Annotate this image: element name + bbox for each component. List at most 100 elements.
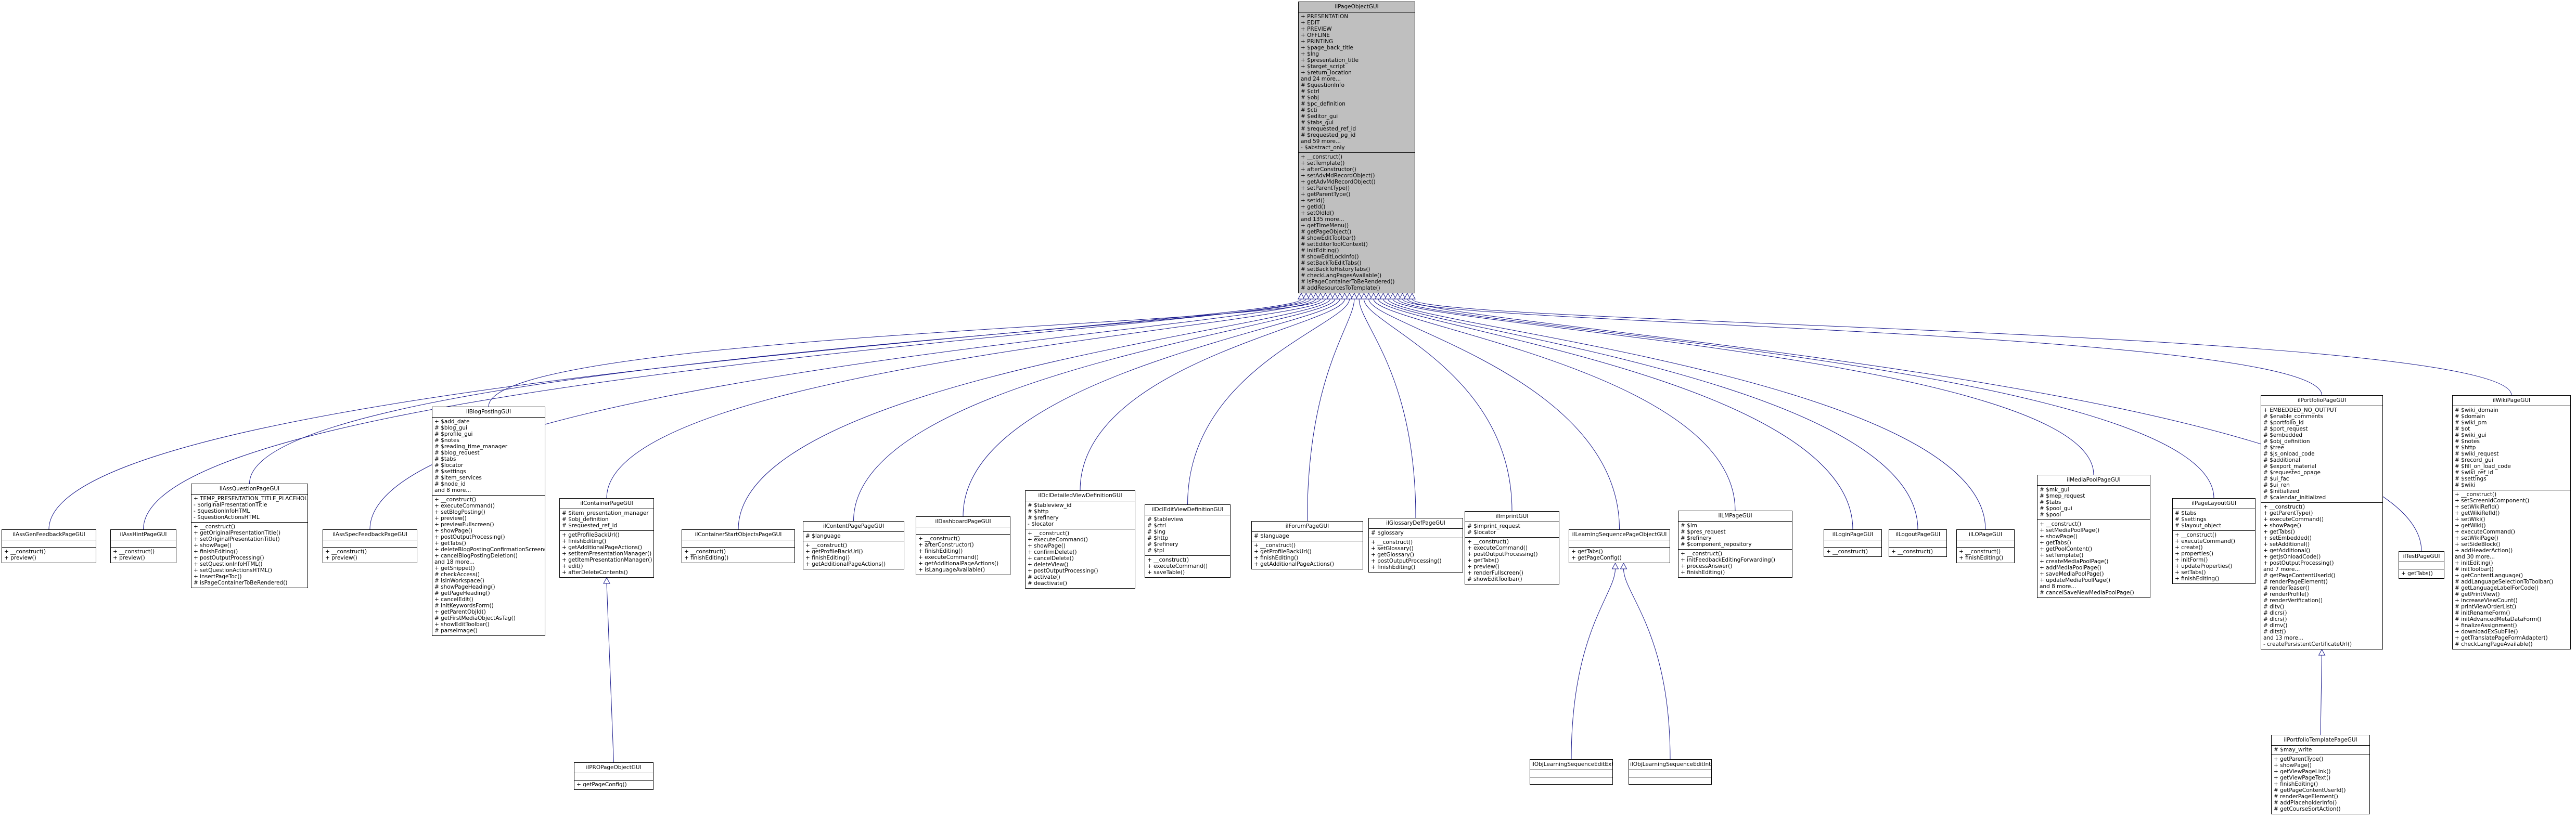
class-box-il-page-layout-gui[interactable]: ilPageLayoutGUI# $tabs# $settings# $layo… [2172,498,2255,584]
class-box-il-content-page-page-gui[interactable]: ilContentPagePageGUI# $language+ __const… [803,521,904,569]
class-attribute: # $locator [434,462,464,469]
class-box-il-portfolio-template-page-gui[interactable]: ilPortfolioTemplatePageGUI# $may_write+ … [2271,735,2370,814]
class-method: + getPoolContent() [2040,546,2093,552]
class-box-il-container-start-objects-page-gui[interactable]: ilContainerStartObjectsPageGUI+ __constr… [682,529,795,563]
class-method: + cancelBlogPostingDeletion() [434,553,518,559]
class-method: + setEmbedded() [2263,535,2312,541]
class-attribute: and 8 more... [434,487,471,493]
class-attribute: # $js_onload_code [2263,451,2315,457]
class-box-il-media-pool-page-gui[interactable]: ilMediaPoolPageGUI# $mk_gui# $mep_reques… [2037,475,2150,598]
class-method: + setAdditional() [2263,541,2310,548]
class-method: + initForm() [2175,557,2208,563]
class-attribute: # $portfolio_id [2263,420,2304,426]
class-box-il-logout-page-gui[interactable]: ilLogoutPageGUI+ __construct() [1889,529,1947,557]
class-box-il-glossary-def-page-gui[interactable]: ilGlossaryDefPageGUI# $glossary+ __const… [1368,518,1463,573]
class-method: # dltv() [2263,604,2285,610]
class-attribute: # $editor_gui [1301,113,1338,120]
class-box-il-blog-posting-gui[interactable]: ilBlogPostingGUI+ $add_date# $blog_gui# … [432,407,545,636]
class-box-il-ass-hint-page-gui[interactable]: ilAssHintPageGUI+ __construct()+ preview… [110,529,176,563]
class-method: + showPage() [2040,534,2078,540]
class-method: + getAdditionalPageActions() [805,561,886,567]
class-method: + __construct() [1301,154,1343,160]
class-box-il-dcl-edit-view-definition-gui[interactable]: ilDclEditViewDefinitionGUI# $tableview# … [1145,504,1231,578]
inheritance-edge-il-pro-page-object-gui [606,583,614,763]
class-attributes-section: # $imprint_request# $locator [1465,522,1559,538]
class-box-il-portfolio-page-gui[interactable]: ilPortfolioPageGUI+ EMBEDDED_NO_OUTPUT # … [2261,395,2383,649]
class-attribute: # $language [1254,533,1289,539]
class-box-il-ass-spec-feedback-page-gui[interactable]: ilAssSpecFeedbackPageGUI+ __construct()+… [323,529,417,563]
class-attribute: + EMBEDDED_NO_OUTPUT [2263,407,2337,413]
class-attribute: # $ctrl [1147,523,1166,529]
class-methods-section: + getTabs() [2399,569,2444,578]
class-box-il-container-page-gui[interactable]: ilContainerPageGUI# $item_presentation_m… [559,498,654,578]
class-attributes-section: + TEMP_PRESENTATION_TITLE_PLACEHOLDER- $… [191,495,307,523]
class-attribute: # $requested_ref_id [562,523,618,529]
class-methods-section: + __construct()+ executeCommand()+ setBl… [432,496,545,635]
class-method: + executeCommand() [2455,529,2515,535]
class-methods-section: + __construct()+ finishEditing() [1957,548,2014,563]
class-method: + finishEditing() [1371,564,1416,570]
inheritance-edge-il-ass-spec-feedback-page-gui [369,298,1316,530]
class-name: ilPortfolioPageGUI [2261,396,2382,406]
class-method: + getParentType() [2263,510,2313,516]
class-attribute: # $ui_ren [2263,482,2290,488]
inheritance-edge-il-imprint-gui [1363,298,1513,512]
class-method: + setBlogPosting() [434,509,485,515]
class-method: + __construct() [1028,530,1070,537]
class-method: + __construct() [1147,557,1189,563]
class-method: + setItemPresentationManager() [562,551,652,557]
class-method: + __construct() [1681,551,1723,557]
class-box-il-dcl-detailed-view-definition-gui[interactable]: ilDclDetailedViewDefinitionGUI# $tablevi… [1025,490,1135,589]
class-attribute: # $initialized [2263,488,2300,495]
class-attribute: # $item_presentation_manager [562,510,649,516]
class-method: + getParentObjId() [434,609,486,615]
class-attribute: # $pool [2040,512,2061,518]
class-box-il-lopage-gui[interactable]: ilLOPageGUI+ __construct()+ finishEditin… [1956,529,2015,563]
class-box-il-obj-learning-sequence-edit-intro-gui[interactable]: ilObjLearningSequenceEditIntroGUI [1629,759,1712,785]
class-method: + __construct() [1467,539,1509,545]
inheritance-arrowhead [1394,292,1402,300]
class-attributes-section: # $tableview_id# $http# $refinery- $loca… [1026,501,1135,529]
class-method: + setAdvMdRecordObject() [1301,173,1375,179]
class-method: + previewFullscreen() [434,522,494,528]
class-box-il-test-page-gui[interactable]: ilTestPageGUI+ getTabs() [2399,551,2444,579]
class-methods-section: + __construct()+ executeCommand()+ postO… [1465,538,1559,584]
inheritance-arrowhead [1331,292,1339,300]
class-method: + getWiki() [2455,523,2486,529]
class-method: + getJsOnloadCode() [2263,554,2321,560]
class-box-il-wiki-page-gui[interactable]: ilWikiPageGUI# $wiki_domain# $domain# $w… [2452,395,2571,649]
class-box-il-lmpage-gui[interactable]: ilLMPageGUI# $lm# $pres_request# $refine… [1678,511,1792,578]
class-box-il-forum-page-gui[interactable]: ilForumPageGUI# $language+ __construct()… [1251,521,1363,569]
class-attribute: # $tabs [2040,499,2061,505]
class-box-il-learning-sequence-page-object-gui[interactable]: ilLearningSequencePageObjectGUI+ getTabs… [1569,529,1670,563]
class-attribute: # $requested_ref_id [1301,126,1356,132]
class-method: + __construct() [1959,549,2001,555]
class-box-il-page-object-gui[interactable]: ilPageObjectGUI+ PRESENTATION+ EDIT+ PRE… [1298,2,1415,293]
class-methods-section: + __construct() [1889,548,1946,556]
class-box-il-dashboard-page-gui[interactable]: ilDashboardPageGUI+ __construct()+ after… [916,516,1010,575]
class-method: # deactivate() [1028,580,1067,587]
class-attribute: # $obj_definition [562,516,609,523]
class-attribute: and 59 more... [1301,138,1341,145]
class-attributes-section [1889,540,1946,548]
class-box-il-obj-learning-sequence-edit-extro-gui[interactable]: ilObjLearningSequenceEditExtroGUI [1530,759,1613,785]
class-method: # dltst() [2263,629,2286,635]
class-box-il-propage-object-gui[interactable]: ilPROPageObjectGUI+ getPageConfig() [574,762,653,790]
class-attribute: # $settings [2175,516,2207,523]
class-method: and 18 more... [434,559,475,565]
class-method: + getProfileBackUrl() [562,532,620,538]
class-method: + __construct() [2175,532,2217,538]
class-box-il-ass-question-page-gui[interactable]: ilAssQuestionPageGUI+ TEMP_PRESENTATION_… [191,484,308,588]
class-attribute: # $refinery [1028,515,1059,521]
class-name: ilLoginPageGUI [1824,530,1881,540]
class-method: + showPage() [1028,543,1066,549]
class-box-il-login-page-gui[interactable]: ilLoginPageGUI+ __construct() [1824,529,1882,557]
inheritance-edge-il-portfolio-template-page-gui [2320,655,2322,735]
class-method: + executeCommand() [918,554,979,561]
class-method: + updateProperties() [2175,563,2233,569]
class-method: + setWikiPage() [2455,535,2498,541]
class-box-il-imprint-gui[interactable]: ilImprintGUI# $imprint_request# $locator… [1465,511,1559,584]
class-box-il-ass-gen-feedback-page-gui[interactable]: ilAssGenFeedbackPageGUI+ __construct()+ … [2,529,96,563]
class-attribute: # $mep_request [2040,493,2085,499]
